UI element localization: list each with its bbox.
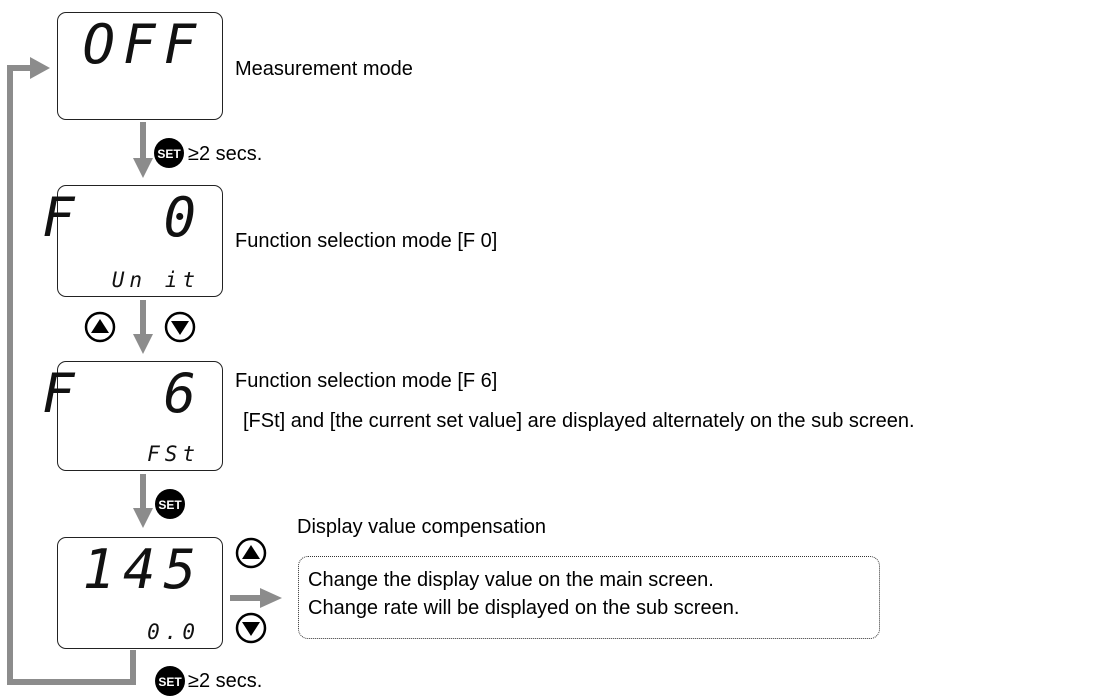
lcd-main-text: F 6 [41,362,204,425]
lcd-sub-text: Un it [111,268,200,292]
down-button-icon-2 [235,612,267,644]
lcd-sub-text: FSt [147,442,200,466]
change-note-box: Change the display value on the main scr… [298,556,880,639]
up-button-icon-2 [235,537,267,569]
up-button-icon-1 [84,311,116,343]
display-value-compensation-label: Display value compensation [297,516,547,538]
svg-text:SET: SET [158,498,182,512]
measurement-mode-label: Measurement mode [235,58,413,80]
return-loop-line [7,65,136,685]
change-note-line-2: Change rate will be displayed on the sub… [308,597,740,619]
set-button-icon-2: SET [155,489,185,519]
lcd-display-145: 145 0.0 [57,537,223,649]
set-button-icon-1: SET [154,138,184,168]
set-button-icon-3: SET [155,666,185,696]
down-button-icon-1 [164,311,196,343]
lcd-main-text: 145 [82,538,204,601]
lcd-main-text: F 0 [41,186,204,249]
return-loop-arrowhead [30,57,50,79]
down-arrow-1 [133,122,153,178]
set-hold-label-2: ≥2 secs. [188,670,263,692]
right-arrow [230,588,282,608]
change-note-line-1: Change the display value on the main scr… [308,569,714,591]
lcd-sub-text: 0.0 [147,620,200,644]
lcd-main-text: OFF [82,13,204,76]
function-f6-note: [FSt] and [the current set value] are di… [243,410,915,432]
lcd-display-off: OFF [57,12,223,120]
function-f6-label: Function selection mode [F 6] [235,370,498,392]
down-arrow-2 [133,300,153,354]
svg-text:SET: SET [158,675,182,689]
lcd-display-f6: F 6 FSt [42,361,223,471]
lcd-display-f0: F 0 Un it [42,185,223,297]
function-f0-label: Function selection mode [F 0] [235,230,498,252]
set-hold-label-1: ≥2 secs. [188,143,263,165]
down-arrow-3 [133,474,153,528]
svg-text:SET: SET [157,147,181,161]
